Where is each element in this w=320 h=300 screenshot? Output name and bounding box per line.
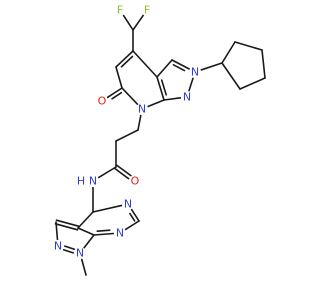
atom-background bbox=[114, 227, 126, 239]
atom-background bbox=[141, 4, 153, 16]
atom-background bbox=[87, 175, 99, 187]
bond-15-16 bbox=[261, 49, 266, 79]
bond-24-25 bbox=[77, 211, 94, 229]
atom-background bbox=[75, 175, 87, 187]
atom-label-o: O bbox=[98, 95, 107, 108]
atom-background bbox=[129, 175, 141, 187]
bond-31-32 bbox=[130, 208, 140, 222]
atom-label-o: O bbox=[131, 175, 140, 188]
atom-label-n: N bbox=[138, 103, 146, 116]
bond-30-31 bbox=[124, 220, 140, 231]
atom-label-n: N bbox=[183, 91, 191, 104]
bond-1-2 bbox=[132, 14, 145, 31]
bond-11-12 bbox=[188, 77, 194, 92]
bond-5-6-inner bbox=[111, 91, 123, 100]
bond-17-13 bbox=[221, 62, 241, 90]
bond-29-25 bbox=[77, 227, 95, 236]
bond-26-27 bbox=[55, 221, 59, 241]
bond-20-21-second bbox=[116, 164, 132, 177]
atom-label-f: F bbox=[117, 4, 123, 17]
bond-28-33 bbox=[80, 258, 87, 276]
bond-16-17 bbox=[239, 77, 266, 90]
bond-27-28 bbox=[62, 248, 75, 254]
bond-31-32-inner bbox=[129, 212, 136, 222]
bond-4-5 bbox=[115, 66, 123, 89]
bond-8-9-inner bbox=[160, 79, 167, 96]
bond-14-15 bbox=[234, 41, 263, 51]
bond-5-6 bbox=[106, 87, 123, 99]
atom-label-n: N bbox=[116, 227, 124, 240]
bond-32-24 bbox=[92, 204, 123, 213]
bond-13-14 bbox=[221, 41, 236, 64]
atom-background bbox=[136, 103, 148, 115]
bond-25-26-second bbox=[54, 223, 79, 231]
bond-7-18 bbox=[137, 114, 142, 131]
bond-9-3 bbox=[132, 50, 158, 78]
bond-10-11 bbox=[171, 59, 191, 70]
bond-layer bbox=[54, 14, 266, 276]
atom-label-n: N bbox=[89, 175, 97, 188]
atom-background bbox=[114, 4, 126, 16]
bond-29-30 bbox=[93, 232, 115, 236]
atom-label-n: N bbox=[191, 66, 199, 79]
atom-label-h: H bbox=[77, 175, 85, 188]
bond-29-30-inner bbox=[96, 229, 111, 232]
bond-25-26 bbox=[55, 219, 80, 227]
atom-background bbox=[189, 66, 201, 78]
atom-label-n: N bbox=[76, 247, 84, 260]
bond-3-4-inner bbox=[120, 55, 134, 68]
atom-background bbox=[122, 198, 134, 210]
bond-20-22 bbox=[97, 166, 117, 179]
atom-background bbox=[52, 240, 64, 252]
bond-0-2 bbox=[122, 14, 134, 31]
bond-8-9 bbox=[156, 76, 165, 101]
atom-label-n: N bbox=[54, 240, 62, 253]
atom-label-n: N bbox=[124, 198, 132, 211]
atom-background bbox=[74, 247, 86, 259]
bond-3-4 bbox=[115, 50, 134, 68]
bond-12-8 bbox=[163, 97, 182, 101]
atom-background bbox=[181, 91, 193, 103]
atom-label-f: F bbox=[144, 4, 150, 17]
bond-7-8 bbox=[147, 99, 165, 108]
bond-9-10 bbox=[156, 59, 173, 78]
bond-27-28-second bbox=[63, 245, 76, 251]
bond-18-19 bbox=[115, 129, 139, 142]
bond-28-29 bbox=[83, 234, 95, 249]
atom-background bbox=[96, 95, 108, 107]
bond-5-7 bbox=[121, 87, 139, 106]
bond-10-11-inner bbox=[172, 64, 186, 72]
bond-11-13 bbox=[200, 62, 223, 71]
bond-20-21 bbox=[114, 167, 130, 180]
